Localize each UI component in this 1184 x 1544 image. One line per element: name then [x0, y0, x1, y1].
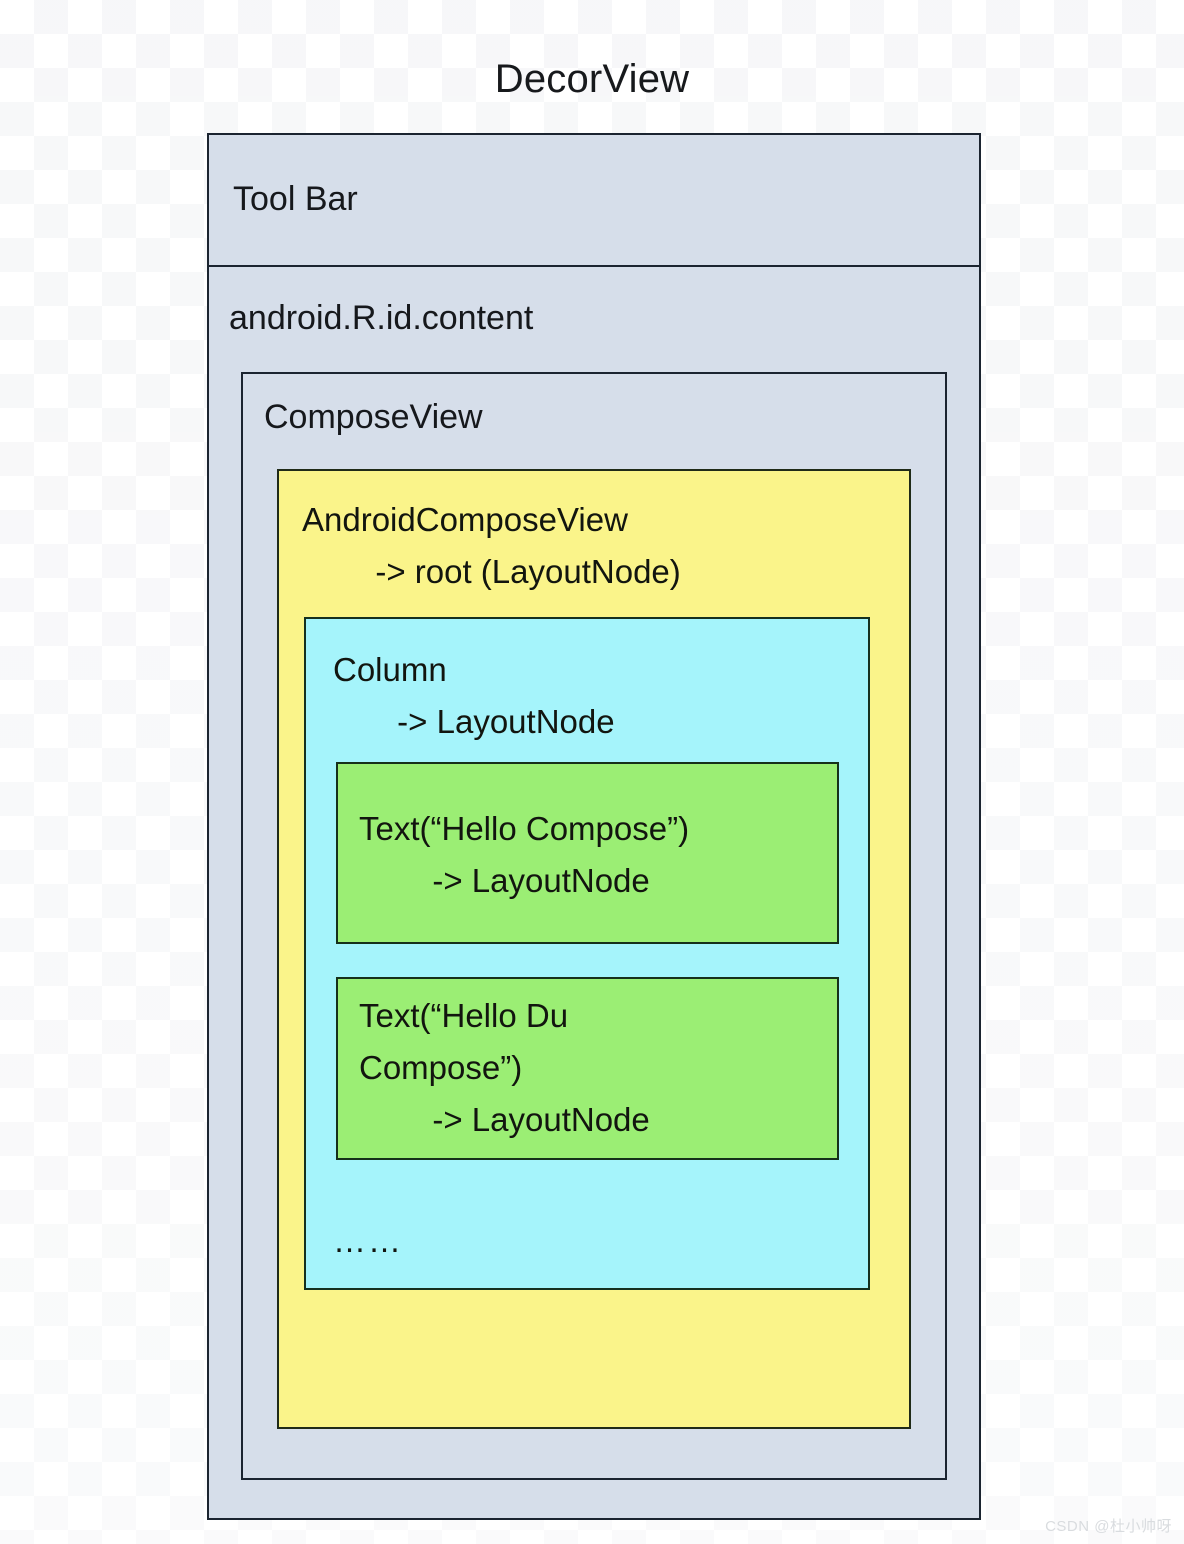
composeview-label: ComposeView	[264, 398, 483, 436]
content-label: android.R.id.content	[229, 299, 534, 337]
column-label: Column -> LayoutNode	[333, 651, 615, 740]
text-node-label: Text(“Hello Compose”) -> LayoutNode	[359, 810, 690, 899]
toolbar-label: Tool Bar	[233, 180, 358, 218]
text-node-label: Text(“Hello Du Compose”) -> LayoutNode	[359, 997, 650, 1138]
column-panel	[304, 617, 870, 1290]
watermark: CSDN @杜小帅呀	[1045, 1518, 1172, 1535]
text-node-panel	[336, 977, 839, 1160]
toolbar-panel	[207, 133, 981, 267]
diagram-title: DecorView	[494, 57, 690, 101]
column-ellipsis: ……	[333, 1222, 403, 1259]
text-node-panel	[336, 762, 839, 944]
androidcomposeview-label: AndroidComposeView -> root (LayoutNode)	[302, 501, 681, 590]
